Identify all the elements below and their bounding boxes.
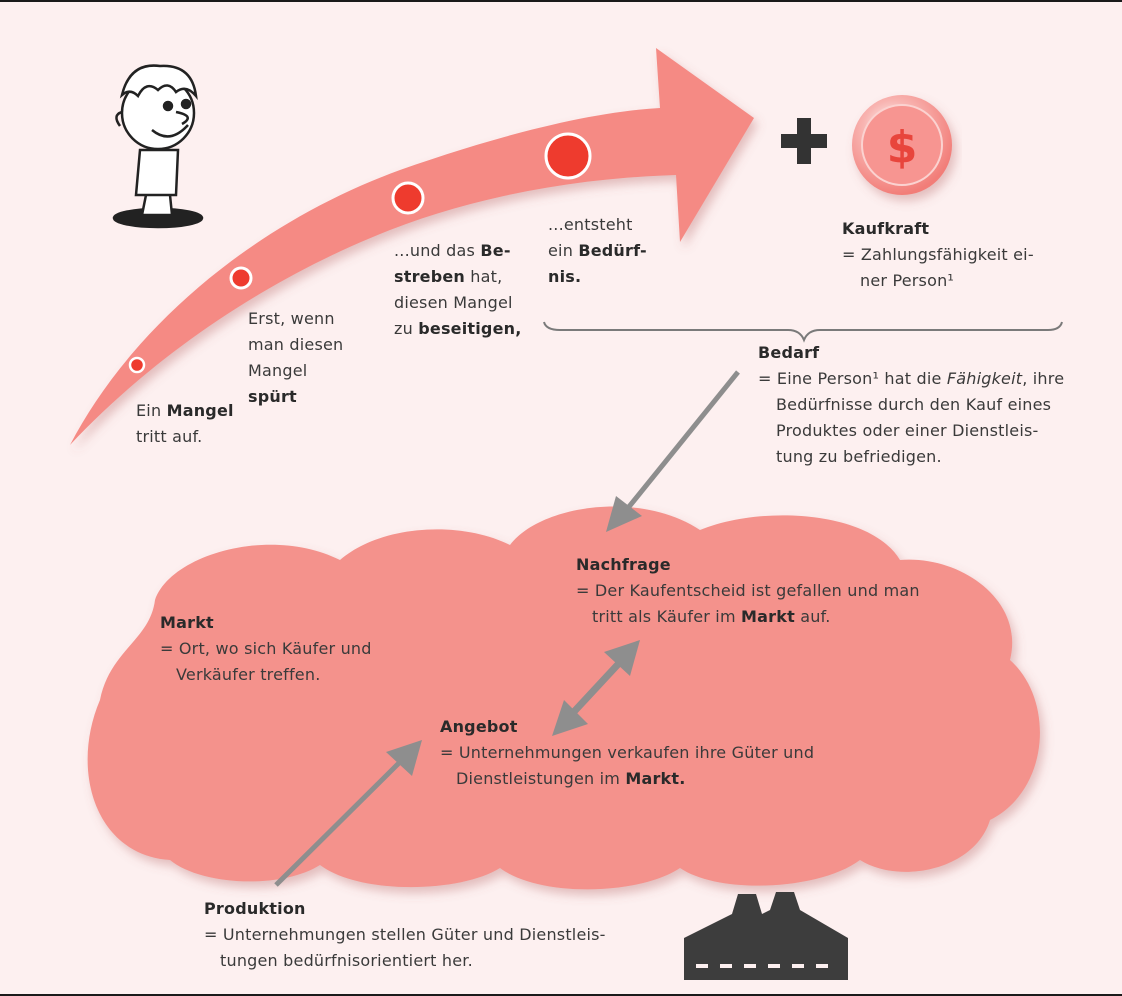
angebot-nachfrage-double-arrow: [552, 640, 640, 736]
nachfrage-keyword: Markt: [741, 607, 795, 626]
angebot-title: Angebot: [440, 717, 518, 736]
angebot-keyword: Markt.: [625, 769, 686, 788]
bedarf-line-1-italic: Fähigkeit: [946, 369, 1023, 388]
step-2-text: Erst, wenn man diesen Mangel spürt: [248, 306, 343, 410]
kaufkraft-block: Kaufkraft = Zahlungsfähigkeit ei- ner Pe…: [842, 216, 1034, 294]
markt-line-1: = Ort, wo sich Käufer und: [160, 639, 372, 658]
step-dot-4: [544, 132, 592, 180]
bedarf-to-nachfrage-arrow: [606, 370, 740, 532]
nachfrage-block: Nachfrage = Der Kaufentscheid ist gefall…: [576, 552, 920, 630]
nachfrage-title: Nachfrage: [576, 555, 671, 574]
bedarf-bracket: [543, 321, 1063, 343]
bedarf-title: Bedarf: [758, 343, 820, 362]
angebot-block: Angebot = Unternehmungen verkaufen ihre …: [440, 714, 814, 792]
step-3-line-1: ...und das: [394, 241, 481, 260]
step-1-keyword: Mangel: [166, 401, 234, 420]
step-3-text: ...und das Be- streben hat, diesen Mange…: [394, 238, 522, 342]
kaufkraft-line-2: ner Person¹: [860, 271, 955, 290]
step-3-line-2: hat,: [465, 267, 503, 286]
bedarf-line-4: tung zu befriedigen.: [776, 447, 942, 466]
step-1-line-1: Ein: [136, 401, 167, 420]
dollar-coin-icon: $: [852, 95, 952, 195]
produktion-line-1: = Unternehmungen stellen Güter und Diens…: [204, 925, 606, 944]
coin-symbol: $: [887, 122, 918, 173]
step-1-line-2: tritt auf.: [136, 427, 203, 446]
produktion-title: Produktion: [204, 899, 306, 918]
step-2-line-2: man diesen: [248, 335, 344, 354]
step-dot-2: [229, 266, 253, 290]
step-3-keyword-3: beseitigen,: [418, 319, 522, 338]
bottom-border: [0, 994, 1122, 996]
market-cloud: [87, 506, 1040, 890]
markt-line-2: Verkäufer treffen.: [176, 665, 321, 684]
produktion-line-2: tungen bedürfnisorientiert her.: [220, 951, 473, 970]
bedarf-block: Bedarf = Eine Person¹ hat die Fähigkeit,…: [758, 340, 1064, 470]
bedarf-line-2: Bedürfnisse durch den Kauf eines: [776, 395, 1052, 414]
step-dot-1: [128, 356, 146, 374]
markt-block: Markt = Ort, wo sich Käufer und Verkäufe…: [160, 610, 372, 688]
plus-icon: [781, 118, 827, 164]
nachfrage-line-1: = Der Kaufentscheid ist gefallen und man: [576, 581, 920, 600]
top-border: [0, 0, 1122, 2]
step-3-keyword-2: streben: [394, 267, 466, 286]
kaufkraft-line-1: = Zahlungsfähigkeit ei-: [842, 245, 1034, 264]
produktion-to-angebot-arrow: [274, 740, 422, 887]
step-2-line-1: Erst, wenn: [248, 309, 335, 328]
angebot-line-2a: Dienstleistungen im: [456, 769, 626, 788]
bedarf-line-3: Produktes oder einer Dienstleis-: [776, 421, 1039, 440]
step-4-keyword-2: nis.: [548, 267, 582, 286]
step-3-keyword-1: Be-: [480, 241, 511, 260]
cartoon-boy-icon: [112, 64, 204, 229]
step-4-line-1: ...entsteht: [548, 215, 633, 234]
nachfrage-line-2c: auf.: [794, 607, 831, 626]
step-2-keyword: spürt: [248, 387, 297, 406]
bedarf-line-1b: , ihre: [1022, 369, 1065, 388]
step-dot-3: [391, 181, 425, 215]
produktion-block: Produktion = Unternehmungen stellen Güte…: [204, 896, 606, 974]
markt-title: Markt: [160, 613, 214, 632]
step-1-text: Ein Mangel tritt auf.: [136, 398, 234, 450]
factory-icon: [684, 892, 848, 980]
step-2-line-3: Mangel: [248, 361, 308, 380]
step-4-text: ...entsteht ein Bedürf- nis.: [548, 212, 647, 290]
angebot-line-1: = Unternehmungen verkaufen ihre Güter un…: [440, 743, 815, 762]
step-4-line-2: ein: [548, 241, 579, 260]
step-3-line-4: zu: [394, 319, 419, 338]
bedarf-line-1a: = Eine Person¹ hat die: [758, 369, 947, 388]
step-4-keyword-1: Bedürf-: [578, 241, 647, 260]
step-3-line-3: diesen Mangel: [394, 293, 513, 312]
nachfrage-line-2a: tritt als Käufer im: [592, 607, 742, 626]
kaufkraft-title: Kaufkraft: [842, 219, 930, 238]
